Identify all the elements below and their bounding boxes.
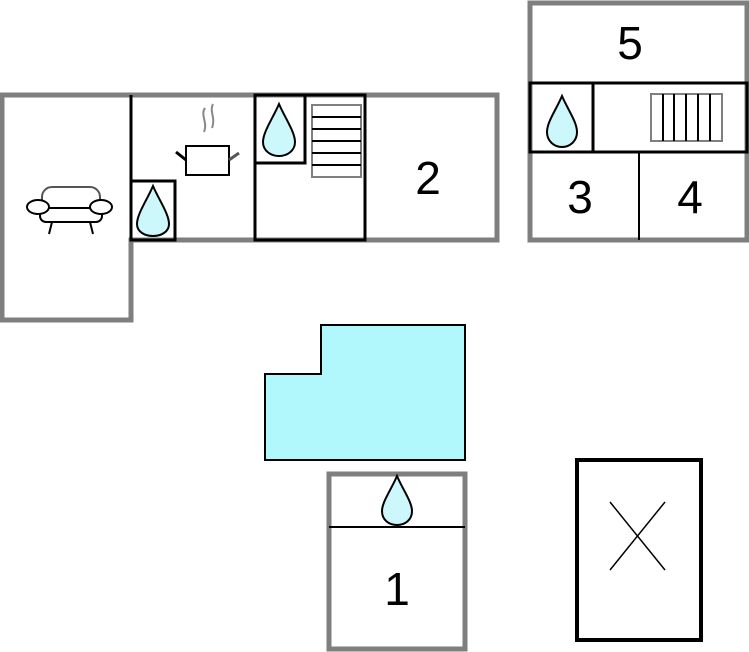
room-label-2: 2	[415, 152, 441, 204]
parking-x	[575, 458, 703, 642]
water-drop-icon	[135, 183, 171, 238]
main-building: 2	[0, 92, 500, 323]
water-drop-icon	[545, 93, 579, 149]
room-label-1: 1	[384, 563, 410, 615]
water-drop-icon	[380, 473, 414, 527]
room-label-5: 5	[617, 17, 643, 69]
stairs-icon	[311, 104, 362, 178]
water-drop-icon	[261, 101, 297, 158]
pool	[264, 324, 466, 461]
cooking-pot-icon	[175, 103, 240, 176]
bathroom-box	[253, 93, 307, 165]
stairs-icon	[650, 93, 723, 142]
outbuilding-room-1: 1	[326, 471, 468, 652]
bathroom-stair-block	[253, 93, 367, 242]
sofa-icon	[26, 186, 113, 235]
room-label-3: 3	[567, 171, 593, 223]
kitchen-sink-box	[129, 179, 177, 242]
annex-building: 5 3 4	[527, 0, 749, 243]
room-label-4: 4	[677, 171, 703, 223]
